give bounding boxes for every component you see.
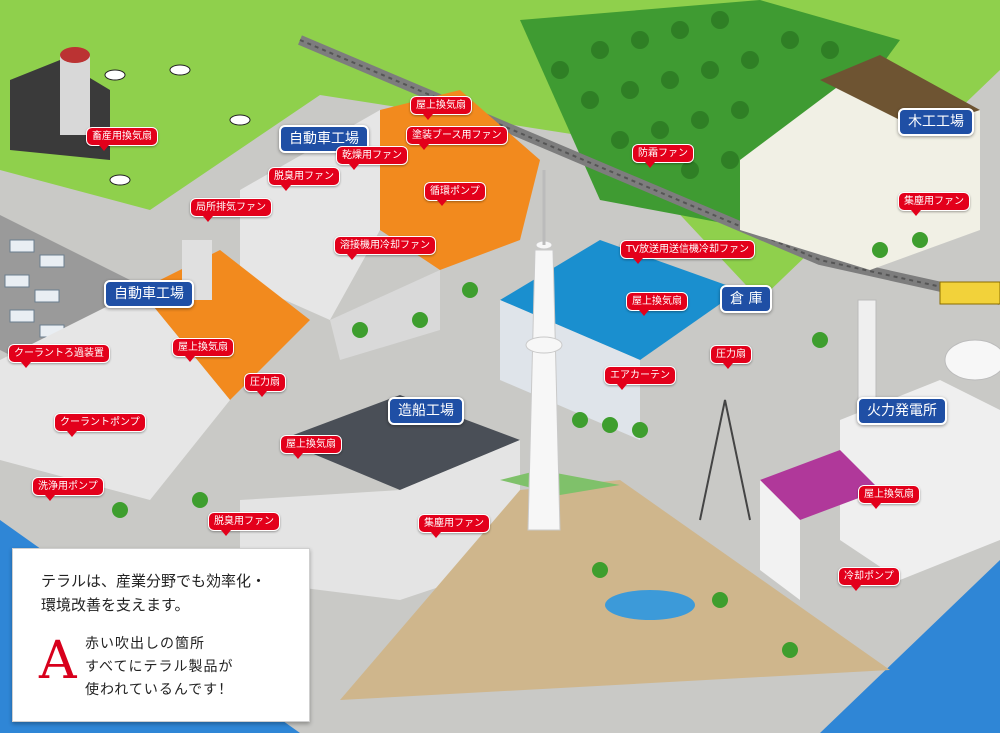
callout-deodorize-fan-ship: 脱臭用ファン	[208, 512, 280, 536]
callout-drying-fan: 乾燥用ファン	[336, 146, 408, 170]
callout-local-exhaust-fan: 局所排気ファン	[190, 198, 272, 222]
info-headline: テラルは、産業分野でも効率化・ 環境改善を支えます。	[41, 569, 301, 617]
callout-roof-vent-power: 屋上換気扇	[858, 485, 920, 509]
info-body-line-3: 使われているんです！	[85, 682, 234, 698]
info-body-line-1: 赤い吹出しの箇所	[85, 636, 205, 652]
callout-cooling-pump: 冷却ポンプ	[838, 567, 900, 591]
callout-coolant-filter: クーラントろ過装置	[8, 344, 110, 368]
callout-livestock-fan: 畜産用換気扇	[86, 127, 158, 151]
answer-letter: A	[39, 631, 77, 691]
info-headline-line-2: 環境改善を支えます。	[41, 596, 190, 614]
info-headline-line-1: テラルは、産業分野でも効率化・	[41, 572, 267, 590]
callout-wash-pump: 洗浄用ポンプ	[32, 477, 104, 501]
info-body: 赤い吹出しの箇所 すべてにテラル製品が 使われているんです！	[85, 633, 305, 702]
callout-dust-fan-wood: 集塵用ファン	[898, 192, 970, 216]
label-warehouse: 倉 庫	[720, 285, 773, 313]
callout-coolant-pump: クーラントポンプ	[54, 413, 146, 437]
label-car-factory-left: 自動車工場	[104, 280, 194, 308]
label-woodwork-factory: 木工工場	[898, 108, 974, 136]
callout-pressure-fan-warehouse: 圧力扇	[710, 345, 752, 369]
callout-circulation-pump: 循環ポンプ	[424, 182, 486, 206]
info-body-line-2: すべてにテラル製品が	[85, 659, 234, 675]
callout-dust-fan-ship: 集塵用ファン	[418, 514, 490, 538]
callout-roof-vent-top: 屋上換気扇	[410, 96, 472, 120]
callout-roof-vent-left: 屋上換気扇	[172, 338, 234, 362]
label-car-factory-top: 自動車工場	[279, 125, 369, 153]
label-shipyard: 造船工場	[388, 397, 464, 425]
callout-frost-fan: 防霜ファン	[632, 144, 694, 168]
callout-roof-vent-warehouse: 屋上換気扇	[626, 292, 688, 316]
callout-air-curtain: エアカーテン	[604, 366, 676, 390]
callout-tv-cooling-fan: TV放送用送信機冷却ファン	[620, 240, 755, 264]
callout-deodorize-fan-top: 脱臭用ファン	[268, 167, 340, 191]
callout-paint-booth-fan: 塗装ブース用ファン	[406, 126, 508, 150]
label-power-plant: 火力発電所	[857, 397, 947, 425]
callout-pressure-fan-left: 圧力扇	[244, 373, 286, 397]
callout-welder-cooling-fan: 溶接機用冷却ファン	[334, 236, 436, 260]
callout-roof-vent-ship: 屋上換気扇	[280, 435, 342, 459]
info-box: テラルは、産業分野でも効率化・ 環境改善を支えます。 A 赤い吹出しの箇所 すべ…	[12, 548, 310, 722]
